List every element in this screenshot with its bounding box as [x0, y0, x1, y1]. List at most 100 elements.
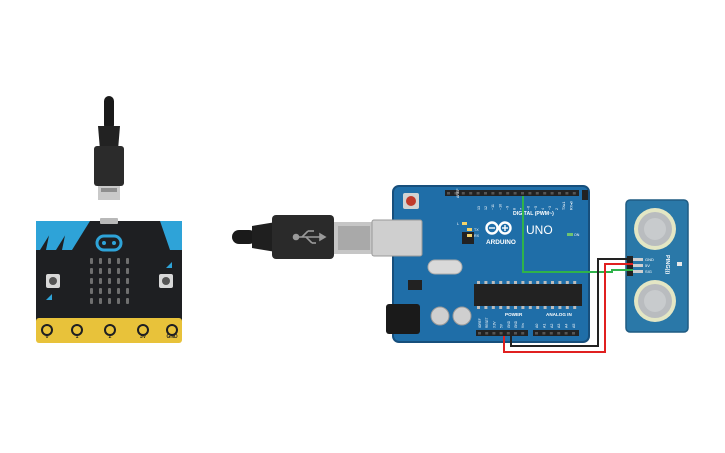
usb-plug-icon [292, 230, 327, 244]
reset-button[interactable] [403, 193, 419, 209]
led-pixel [126, 288, 129, 294]
digital-pin-label: ~6 [527, 206, 531, 210]
sensor-pin-label: 5V [645, 263, 650, 268]
power-pin-label: 5V [500, 323, 504, 328]
digital-pin-label: 12 [484, 206, 488, 210]
power-jack [386, 304, 420, 334]
digital-pin-label: RX◂0 [569, 201, 573, 210]
led-pixel [126, 298, 129, 304]
led-pixel [126, 268, 129, 274]
microbit-pin-label: 2 [109, 334, 112, 340]
sensor-led [677, 262, 682, 266]
microbit-usb-cable[interactable] [94, 96, 124, 200]
model-label: UNO [526, 223, 553, 237]
digital-pin-label: ~3 [548, 206, 552, 210]
led-pixel [99, 278, 102, 284]
led-pixel [99, 298, 102, 304]
led-pixel [126, 258, 129, 264]
led-pixel [90, 278, 93, 284]
led-pixel [108, 278, 111, 284]
rx-led [467, 234, 472, 237]
usb-b-port [371, 219, 423, 257]
digital-pin-label: 8 [513, 208, 517, 210]
power-wire[interactable] [503, 263, 633, 353]
digital-pin-label: 13 [477, 206, 481, 210]
ground-wire[interactable] [510, 258, 633, 347]
digital-pin-label: ~10 [498, 204, 502, 210]
microbit-pin-label: 0 [46, 334, 49, 340]
led-pixel [90, 258, 93, 264]
led-pixel [90, 298, 93, 304]
led-pixel [108, 268, 111, 274]
button-b-marker-icon [166, 262, 172, 268]
analog-pin-label: A4 [565, 324, 569, 328]
led-pixel [108, 288, 111, 294]
led-pixel [108, 298, 111, 304]
digital-pin-label: 4 [541, 208, 545, 210]
led-pixel [117, 298, 120, 304]
power-pin-label: IOREF [478, 318, 482, 328]
tx-label: TX [474, 228, 479, 232]
digital-pin-label: ~9 [505, 206, 509, 210]
led-pixel [117, 268, 120, 274]
brand-label: ARDUINO [486, 239, 516, 246]
atmega-chip [474, 284, 582, 306]
sensor-name: PING))) [664, 255, 670, 274]
digital-pin-label: ~11 [491, 204, 495, 210]
button-a[interactable] [46, 274, 60, 288]
microbit-pin-label: 1 [76, 334, 79, 340]
analog-header [533, 330, 579, 336]
power-label: POWER [505, 312, 523, 317]
power-pin-label: GND [507, 320, 511, 328]
led-pixel [126, 278, 129, 284]
power-pin-label: RESET [485, 317, 489, 328]
led-pixel [90, 268, 93, 274]
digital-header [445, 190, 579, 196]
rx-label: RX [474, 234, 480, 238]
led-pixel [117, 278, 120, 284]
analog-pin-label: A1 [542, 324, 546, 328]
microbit-pin-label: 3V [140, 334, 147, 340]
analog-label: ANALOG IN [546, 312, 572, 317]
power-pin-label: 3.3V [492, 321, 496, 328]
signal-wire[interactable] [522, 196, 633, 273]
power-pin-label: Vin [521, 323, 525, 328]
digital-label: DIGITAL (PWM~) [513, 211, 554, 217]
button-a-marker-icon [46, 294, 52, 300]
power-pin-label: GND [514, 320, 518, 328]
wires[interactable] [503, 196, 633, 353]
led-pixel [117, 288, 120, 294]
digital-pin-label: TX▸1 [562, 202, 566, 210]
analog-pin-label: A3 [557, 324, 561, 328]
arduino-usb-cable[interactable] [232, 215, 374, 259]
tx-led [467, 228, 472, 231]
l-label: L [457, 222, 459, 226]
aref-label: AREF [456, 188, 460, 198]
arduino-infinity-logo-icon [485, 221, 512, 235]
transducer-top [634, 208, 676, 250]
on-led [567, 233, 573, 236]
microbit-logo-icon [95, 234, 123, 252]
led-pixel [99, 288, 102, 294]
analog-pin-label: A5 [572, 324, 576, 328]
led-pixel [99, 268, 102, 274]
digital-pin-label: ~5 [534, 206, 538, 210]
analog-pin-label: A2 [550, 324, 554, 328]
led-pixel [90, 288, 93, 294]
led-matrix [90, 258, 129, 304]
led-pixel [108, 258, 111, 264]
led-pixel [117, 258, 120, 264]
led-pixel [99, 258, 102, 264]
button-b[interactable] [159, 274, 173, 288]
digital-pin-label: 2 [555, 208, 559, 210]
sensor-pin-label: GND [645, 257, 654, 262]
analog-pin-label: A0 [535, 324, 539, 328]
digital-pin-label: 7 [520, 208, 524, 210]
l-led [462, 222, 467, 225]
on-label: ON [574, 233, 580, 237]
transducer-bottom [634, 280, 676, 322]
